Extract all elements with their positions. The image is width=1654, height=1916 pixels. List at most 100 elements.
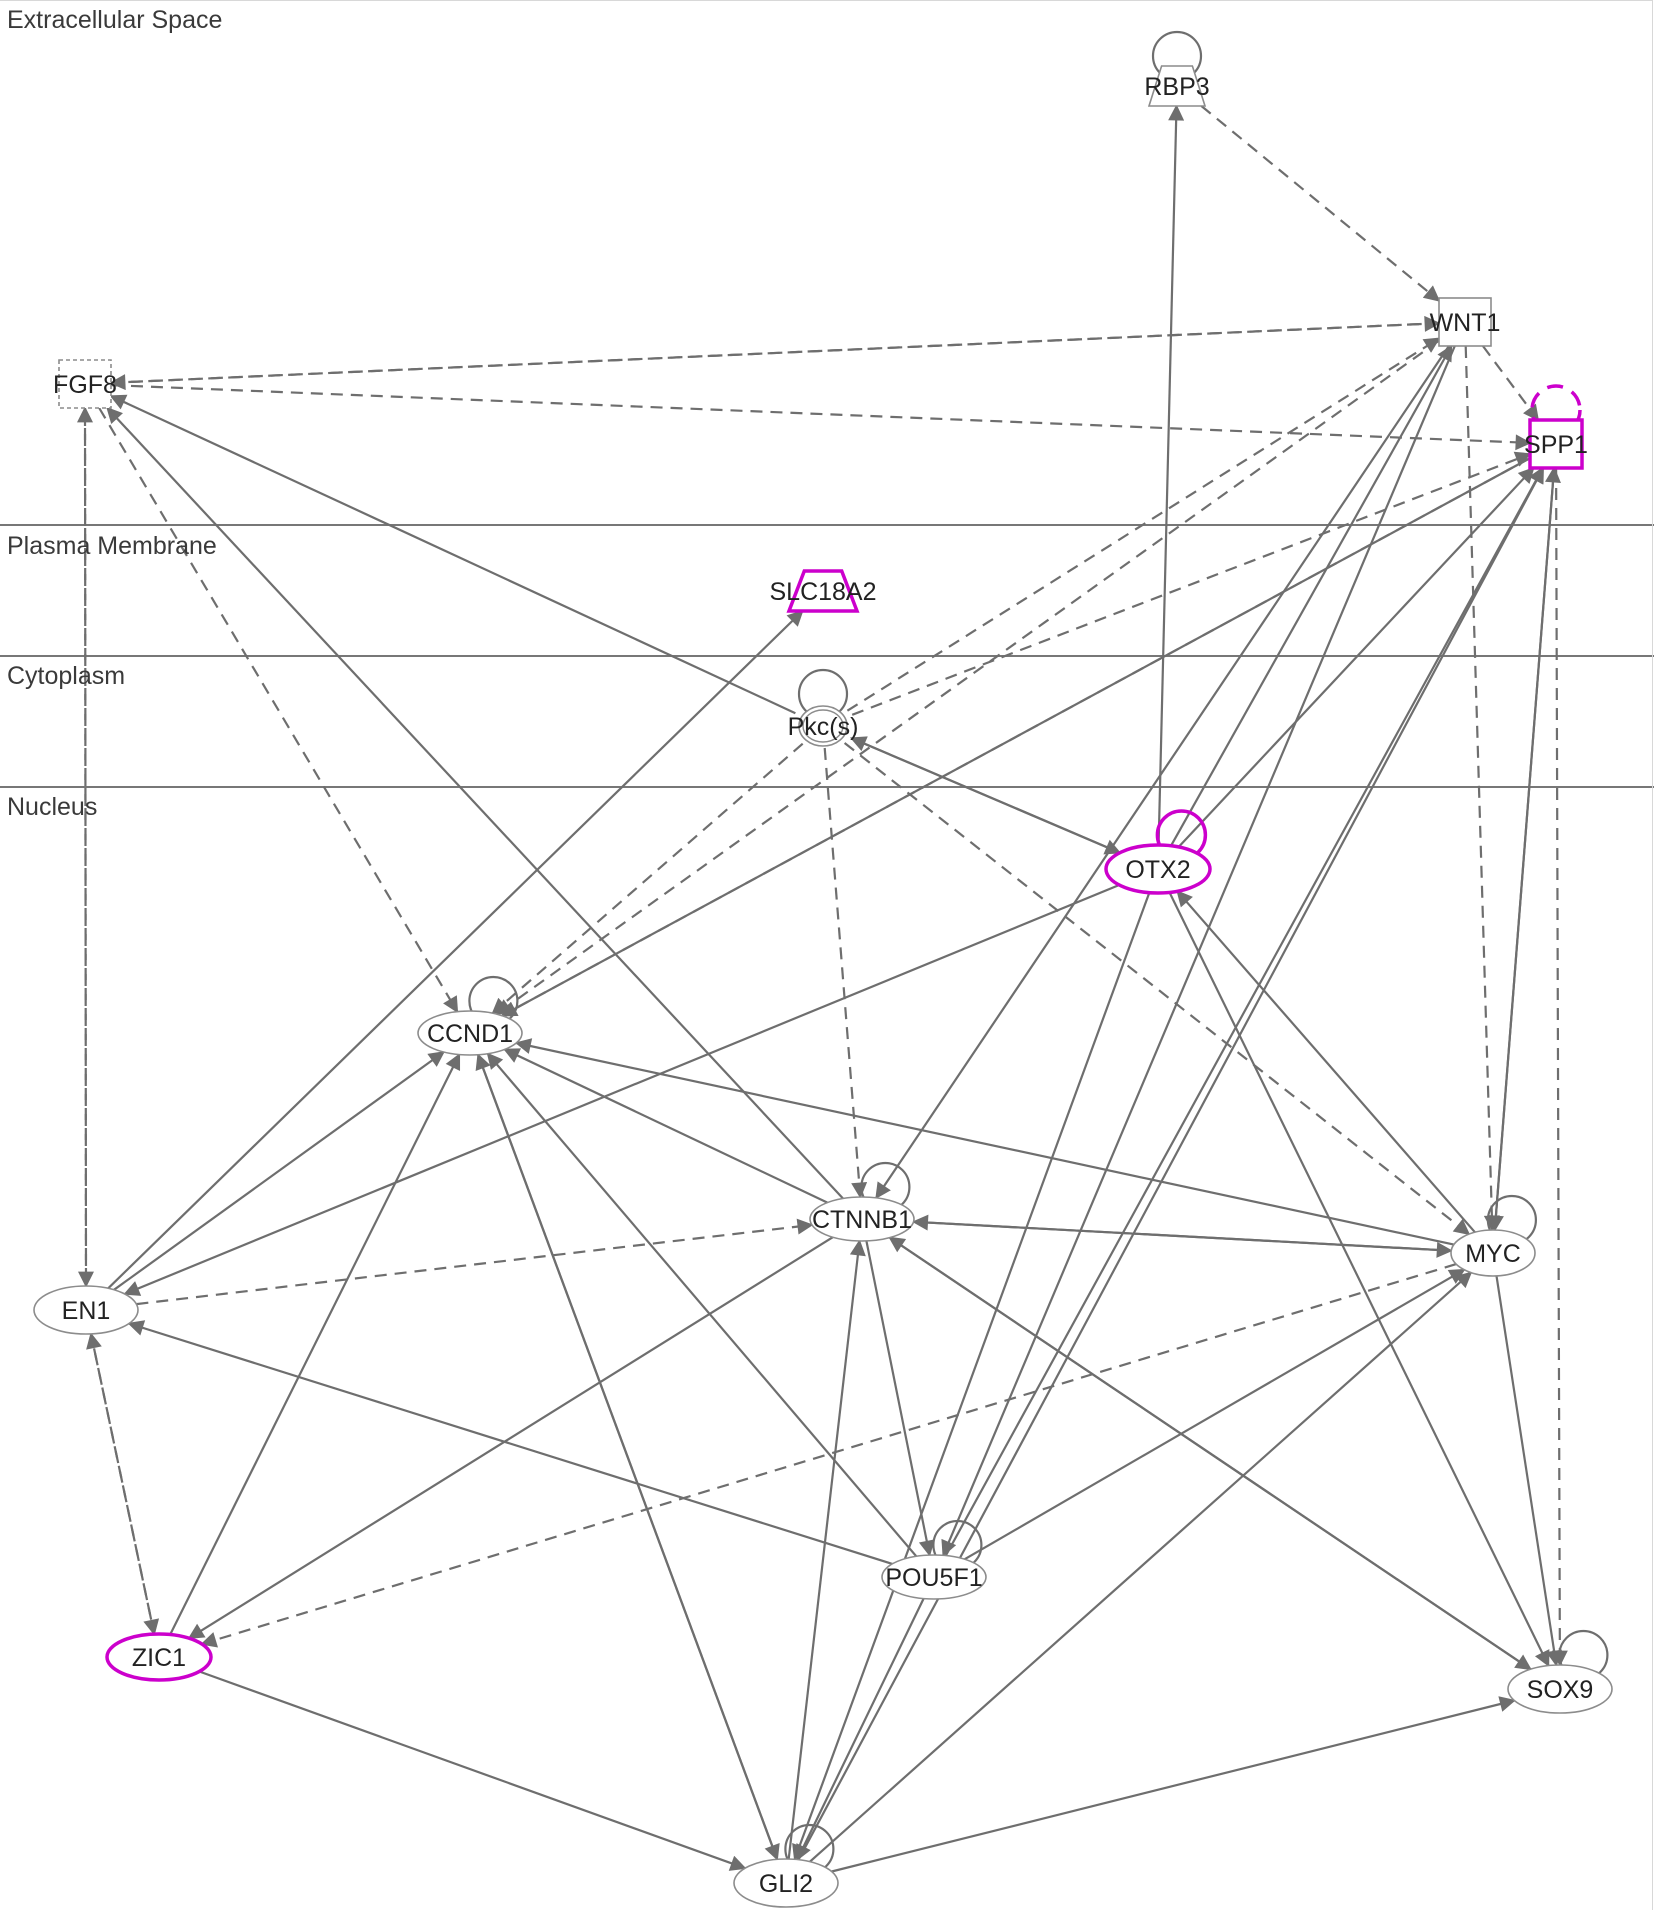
edge-otx2-to-gli2	[792, 892, 1151, 1861]
node-pkc[interactable]: Pkc(s)	[788, 668, 859, 747]
node-label: CTNNB1	[812, 1206, 912, 1234]
node-label: SPP1	[1524, 431, 1588, 459]
node-slc18a2[interactable]: SLC18A2	[769, 569, 877, 613]
edge-spp1-to-ccnd1	[500, 457, 1531, 1017]
edge-wnt1-to-pou5f1	[941, 345, 1456, 1557]
node-shape	[1104, 843, 1212, 895]
edge-otx2-to-pkc	[849, 736, 1121, 854]
edge-pou5f1-to-myc	[964, 1268, 1466, 1561]
edge-en1-to-zic1	[89, 1333, 160, 1636]
node-shape	[809, 1196, 915, 1242]
edge-gli2-to-myc	[809, 1271, 1473, 1863]
edge-pou5f1-to-en1	[127, 1320, 893, 1565]
node-pou5f1[interactable]: POU5F1	[881, 1519, 987, 1600]
node-en1[interactable]: EN1	[33, 1285, 139, 1335]
node-spp1[interactable]: SPP1	[1524, 384, 1588, 470]
node-label: GLI2	[759, 1870, 813, 1898]
node-label: POU5F1	[885, 1564, 982, 1592]
edge-fgf8-to-wnt1	[110, 315, 1441, 384]
edge-myc-to-otx2	[1176, 890, 1476, 1233]
layer-label-cytoplasm: Cytoplasm	[7, 662, 126, 690]
layer-label-nucleus: Nucleus	[7, 793, 98, 821]
edge-myc-to-ccnd1	[514, 1038, 1455, 1246]
layer-label-extracellular-space: Extracellular Space	[7, 6, 223, 34]
node-label: MYC	[1465, 1240, 1521, 1268]
edge-pou5f1-to-gli2	[796, 1598, 925, 1862]
node-shape	[1438, 297, 1492, 347]
edge-ctnnb1-to-ccnd1	[503, 1048, 828, 1204]
edge-gli2-to-sox9	[831, 1696, 1516, 1873]
edge-otx2-to-rbp3	[1157, 104, 1185, 846]
node-fgf8[interactable]: FGF8	[53, 359, 117, 409]
node-label: SLC18A2	[769, 578, 876, 606]
edge-fgf8-to-spp1	[110, 384, 1532, 451]
node-shape	[1147, 65, 1207, 107]
edge-pou5f1-to-ccnd1	[486, 1052, 918, 1558]
node-zic1[interactable]: ZIC1	[105, 1632, 213, 1682]
node-label: SOX9	[1527, 1676, 1594, 1704]
node-label: FGF8	[53, 371, 117, 399]
node-myc[interactable]: MYC	[1450, 1194, 1538, 1277]
edge-spp1-to-sox9	[1551, 467, 1568, 1667]
edge-pkc-to-fgf8	[109, 394, 796, 715]
edge-zic1-to-ccnd1	[169, 1053, 461, 1635]
node-shape	[417, 1010, 523, 1056]
edge-pou5f1-to-spp1	[944, 466, 1544, 1557]
edge-ctnnb1-to-fgf8	[106, 406, 844, 1200]
node-label: OTX2	[1125, 856, 1190, 884]
edge-ccnd1-to-gli2	[477, 1054, 780, 1861]
edge-wnt1-to-myc	[1464, 345, 1500, 1232]
node-label: ZIC1	[132, 1644, 186, 1672]
node-wnt1[interactable]: WNT1	[1430, 297, 1501, 347]
node-shape	[786, 569, 860, 613]
node-shape	[105, 1632, 213, 1682]
edge-otx2-to-wnt1	[1170, 344, 1453, 847]
node-label: CCND1	[427, 1020, 513, 1048]
edge-wnt1-to-spp1	[1482, 345, 1540, 422]
edge-gli2-to-ctnnb1	[787, 1239, 866, 1860]
edge-otx2-to-en1	[123, 883, 1120, 1296]
edge-wnt1-to-ccnd1	[495, 339, 1440, 1016]
node-otx2[interactable]: OTX2	[1104, 809, 1212, 895]
node-ctnnb1[interactable]: CTNNB1	[809, 1161, 915, 1242]
edge-pkc-to-ccnd1	[491, 742, 804, 1015]
node-ccnd1[interactable]: CCND1	[417, 975, 523, 1056]
node-sox9[interactable]: SOX9	[1507, 1629, 1613, 1714]
edge-pkc-to-wnt1	[846, 337, 1441, 712]
node-shape	[58, 359, 112, 409]
edge-pkc-to-spp1	[851, 451, 1532, 716]
edge-ctnnb1-to-pou5f1	[865, 1240, 935, 1557]
edge-otx2-to-sox9	[1168, 891, 1550, 1668]
edge-gli2-to-spp1	[797, 466, 1545, 1861]
edge-fgf8-to-ccnd1	[98, 407, 459, 1014]
node-label: RBP3	[1144, 73, 1209, 101]
layer-label-plasma-membrane: Plasma Membrane	[7, 532, 217, 560]
edge-en1-to-slc18a2	[107, 609, 804, 1290]
edge-myc-to-sox9	[1495, 1275, 1563, 1667]
edge-wnt1-to-ctnnb1	[875, 345, 1450, 1200]
node-shape	[881, 1554, 987, 1600]
edge-zic1-to-en1	[86, 1332, 156, 1635]
edge-en1-to-ccnd1	[113, 1051, 445, 1291]
edge-ctnnb1-to-zic1	[187, 1236, 834, 1640]
edge-pkc-to-myc	[843, 742, 1471, 1236]
edge-otx2-to-spp1	[1177, 466, 1535, 848]
node-rbp3[interactable]: RBP3	[1144, 30, 1210, 107]
node-shape	[1450, 1229, 1536, 1277]
node-label: WNT1	[1430, 309, 1501, 337]
node-shape	[733, 1858, 839, 1908]
edge-en1-to-ctnnb1	[136, 1218, 814, 1306]
edge-rbp3-to-wnt1	[1200, 105, 1441, 302]
edge-zic1-to-gli2	[198, 1670, 747, 1871]
node-shape	[33, 1285, 139, 1335]
edge-myc-to-spp1	[1493, 466, 1561, 1231]
edge-ctnnb1-to-myc	[913, 1220, 1453, 1258]
node-shape	[802, 709, 844, 743]
node-shape	[1507, 1664, 1613, 1714]
node-shape	[1528, 418, 1584, 470]
edge-ctnnb1-to-sox9	[889, 1236, 1532, 1671]
node-gli2[interactable]: GLI2	[733, 1823, 839, 1908]
node-label: EN1	[62, 1297, 111, 1325]
